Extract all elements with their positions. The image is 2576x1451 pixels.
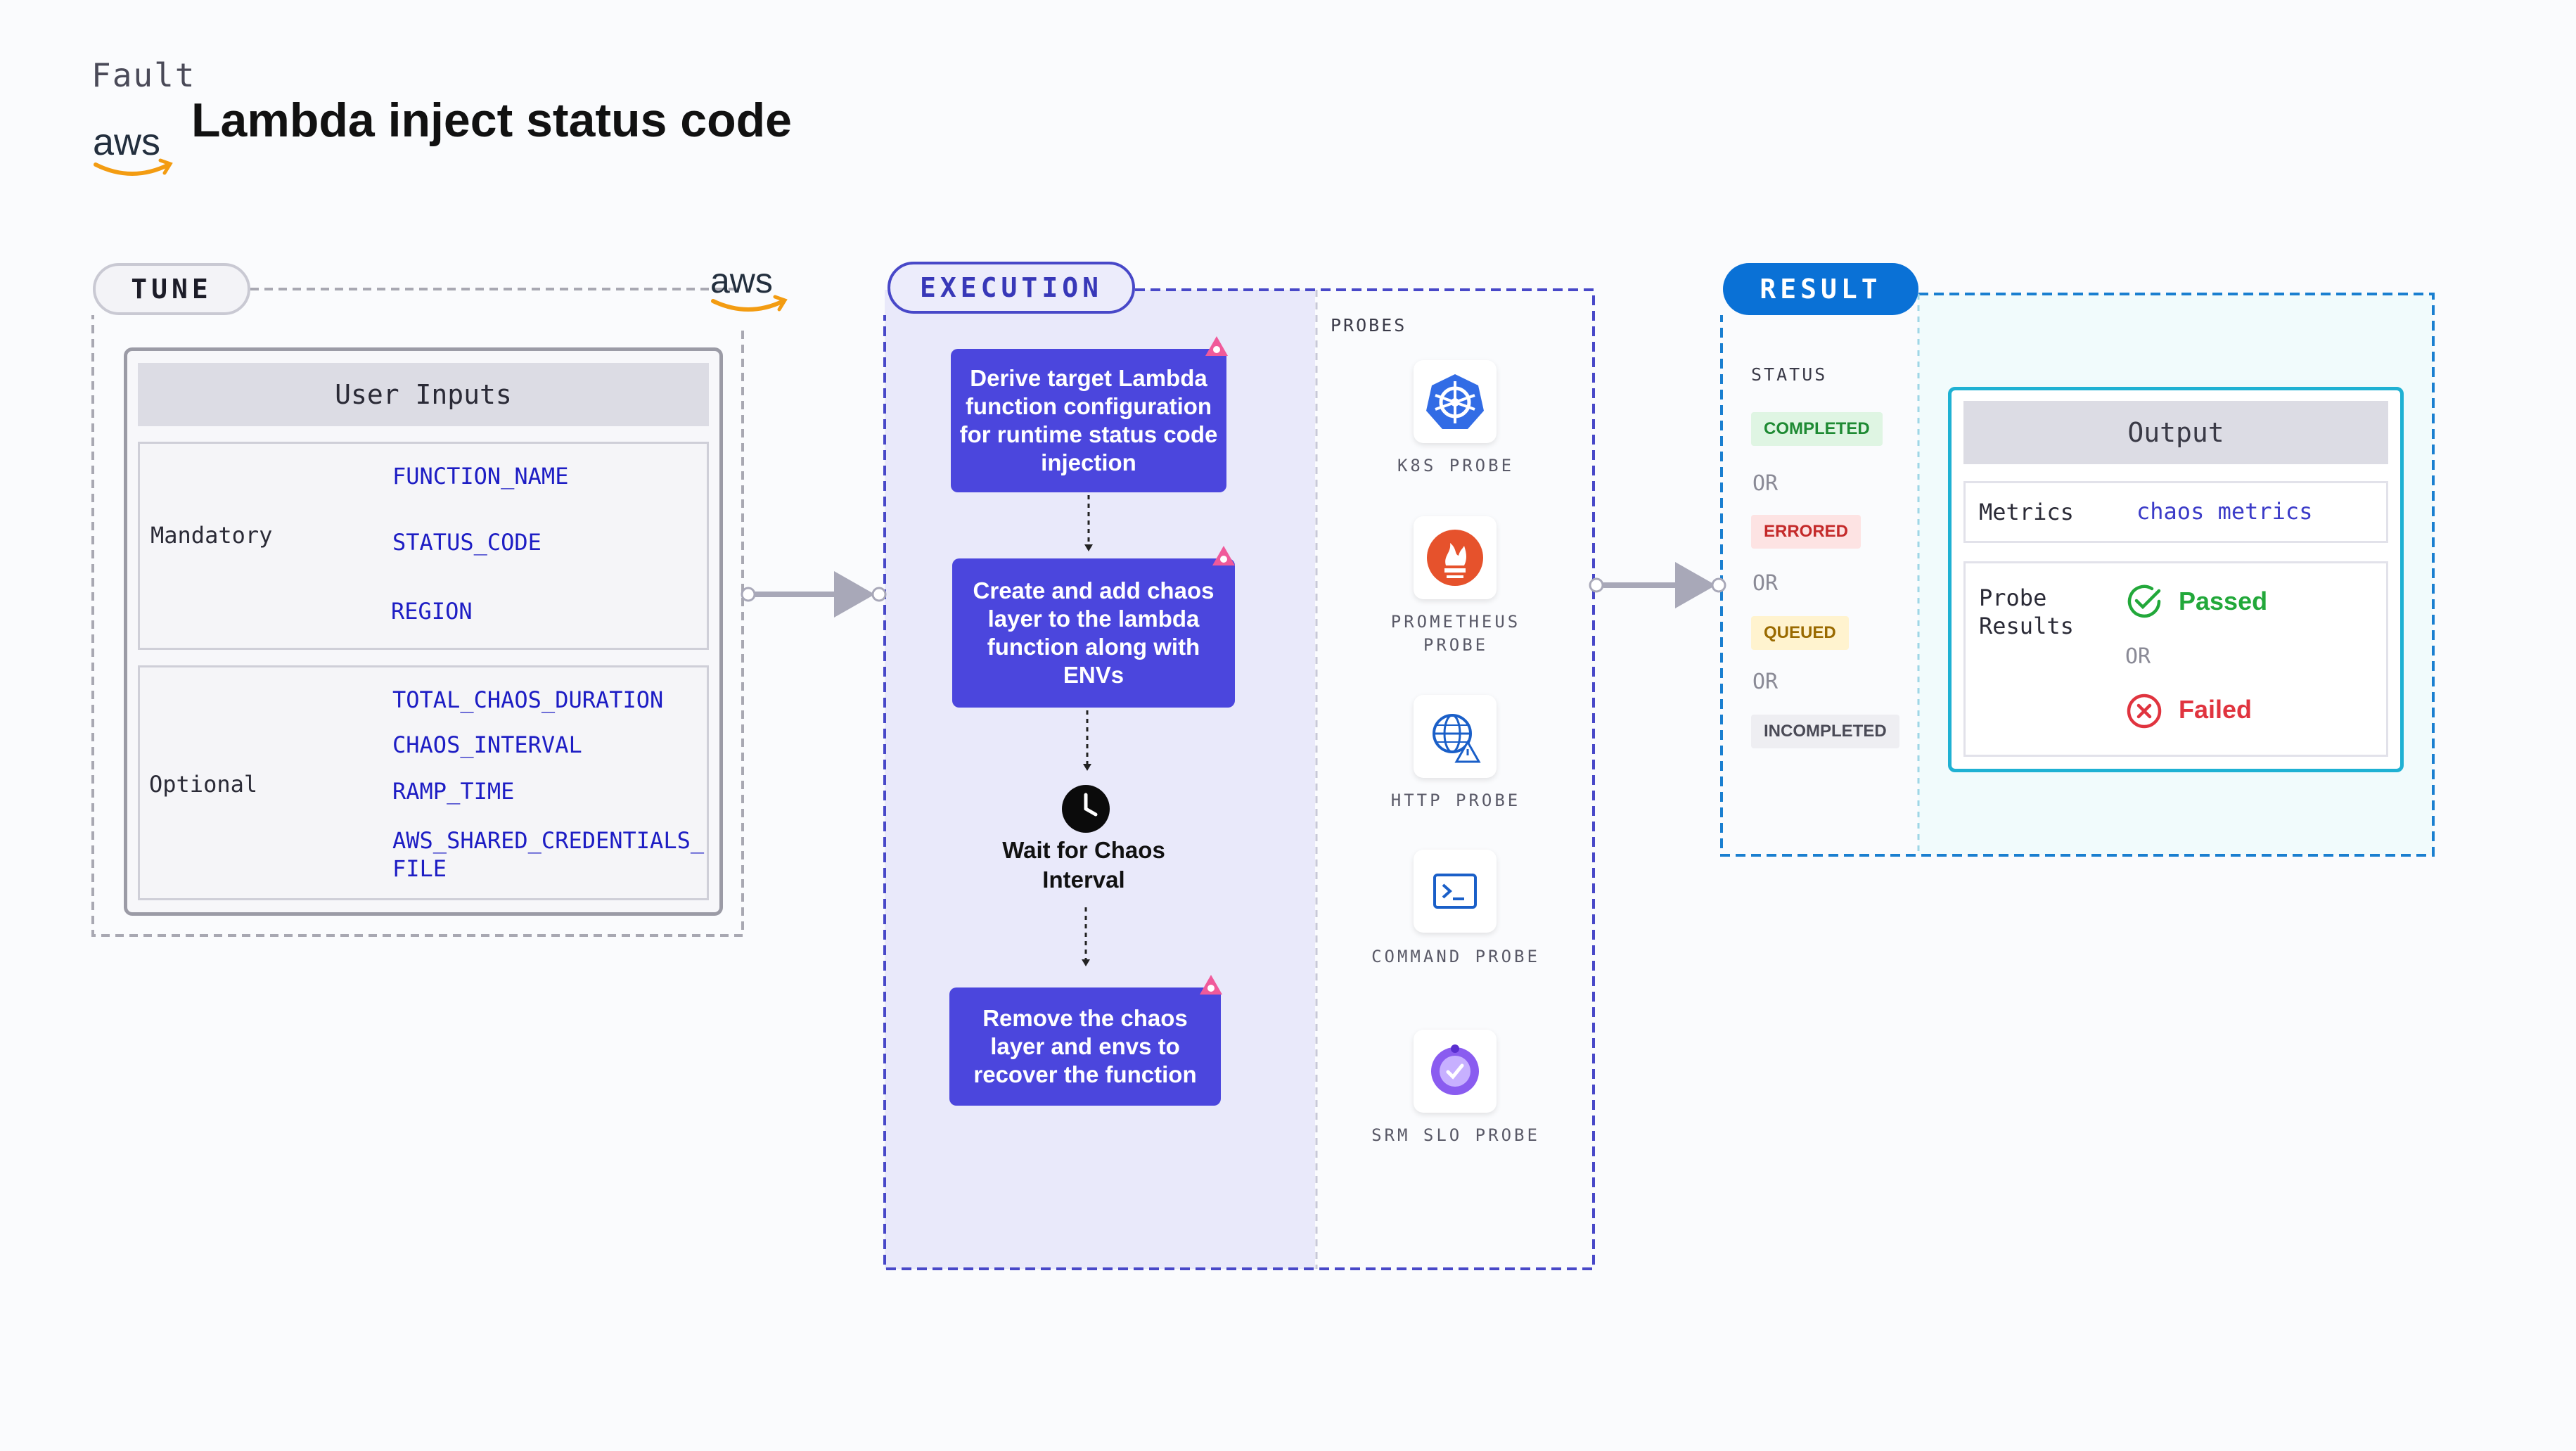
failed-text: Failed — [2179, 695, 2253, 724]
or-text: OR — [2125, 644, 2151, 669]
or-text: OR — [1752, 471, 1779, 496]
metrics-label: Metrics — [1979, 499, 2074, 525]
probes-title: PROBES — [1331, 315, 1407, 335]
chaos-badge-icon — [1200, 975, 1222, 995]
step-remove-chaos-layer: Remove the chaos layer and envs to recov… — [949, 987, 1221, 1106]
tune-frame — [91, 288, 744, 937]
probe-label-http: HTTP PROBE — [1390, 791, 1521, 810]
flow-arrowhead-3 — [1082, 959, 1090, 966]
probe-label-command: COMMAND PROBE — [1371, 947, 1540, 966]
probe-label-prometheus: PROMETHEUS PROBE — [1390, 612, 1521, 655]
check-circle-icon — [2127, 584, 2161, 618]
status-badge-queued: QUEUED — [1751, 616, 1849, 650]
output-header: Output — [1963, 401, 2388, 464]
probe-results-row — [1963, 561, 2388, 757]
metrics-value: chaos metrics — [2136, 498, 2313, 525]
param-total-chaos-duration: TOTAL_CHAOS_DURATION — [392, 686, 664, 713]
result-frame — [1720, 293, 2435, 857]
result-pill: RESULT — [1723, 263, 1918, 315]
fault-label: Fault — [91, 56, 196, 94]
terminal-icon — [1414, 850, 1497, 933]
param-function-name: FUNCTION_NAME — [392, 463, 569, 490]
aws-logo-text: aws — [93, 121, 160, 163]
result-status-column — [1722, 294, 1918, 855]
clock-icon — [1062, 785, 1110, 833]
http-globe-icon — [1414, 695, 1497, 778]
status-title: STATUS — [1751, 364, 1828, 385]
param-aws-shared-credentials: AWS_SHARED_CREDENTIALS_ — [392, 827, 705, 854]
aws-logo-tune: aws — [710, 261, 788, 312]
mandatory-label: Mandatory — [150, 522, 273, 549]
wait-for-chaos-interval: Wait for Chaos Interval — [1002, 837, 1165, 893]
step-derive-target: Derive target Lambda function configurat… — [951, 349, 1226, 492]
chaos-badge-icon — [1212, 546, 1235, 565]
metrics-row — [1963, 481, 2388, 543]
flow-arrowhead-2 — [1083, 764, 1091, 771]
tune-pill: TUNE — [93, 263, 250, 315]
flow-arrowhead-1 — [1084, 544, 1093, 551]
status-badge-incompleted: INCOMPLETED — [1751, 715, 1899, 748]
arrow-tune-to-execution — [741, 571, 887, 618]
param-ramp-time: RAMP_TIME — [392, 778, 515, 805]
arrow-execution-to-result — [1589, 562, 1726, 608]
or-text: OR — [1752, 571, 1779, 596]
status-badge-completed: COMPLETED — [1751, 412, 1883, 446]
aws-logo: aws — [93, 121, 173, 176]
user-inputs-header: User Inputs — [138, 363, 709, 426]
kubernetes-icon — [1414, 360, 1497, 443]
param-chaos-interval: CHAOS_INTERVAL — [392, 731, 582, 758]
x-circle-icon — [2127, 693, 2162, 729]
page-title: Lambda inject status code — [191, 94, 792, 147]
aws-logo-tune-text: aws — [710, 261, 773, 300]
probe-label-srm-slo: SRM SLO PROBE — [1371, 1125, 1540, 1145]
optional-label: Optional — [149, 771, 258, 798]
step-create-chaos-layer: Create and add chaos layer to the lambda… — [952, 558, 1235, 708]
optional-group — [138, 665, 709, 900]
param-region: REGION — [391, 598, 473, 625]
passed-text: Passed — [2179, 587, 2268, 615]
probe-label-k8s: K8S PROBE — [1397, 456, 1515, 475]
execution-pill: EXECUTION — [887, 262, 1135, 314]
mandatory-group — [138, 442, 709, 650]
param-aws-shared-credentials-file: FILE — [392, 855, 447, 882]
chaos-badge-icon — [1205, 336, 1228, 356]
or-text: OR — [1752, 670, 1779, 694]
execution-frame — [883, 288, 1595, 1270]
param-status-code: STATUS_CODE — [392, 529, 542, 556]
srm-slo-icon — [1414, 1030, 1497, 1113]
status-badge-errored: ERRORED — [1751, 515, 1861, 549]
probe-results-label: Probe Results — [1979, 584, 2074, 639]
prometheus-icon — [1414, 516, 1497, 599]
